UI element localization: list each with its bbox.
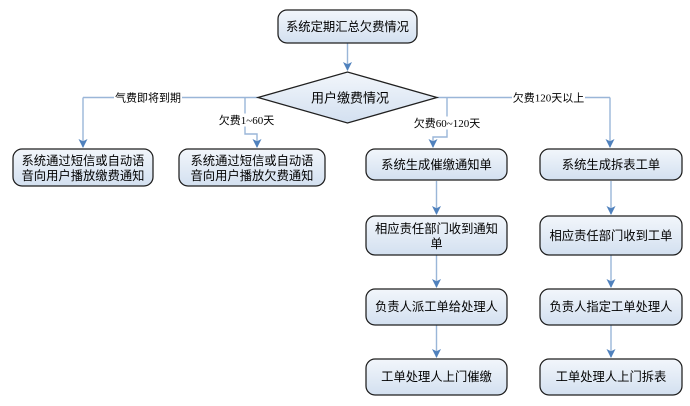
node-col4-4-label: 工单处理人上门拆表	[556, 369, 667, 384]
node-start-shape	[277, 9, 418, 44]
node-decision-label: 用户缴费情况	[311, 91, 389, 106]
node-col2-line1: 系统通过短信或自动语	[191, 154, 314, 168]
node-col2-line2: 音向用户播放欠费通知	[191, 168, 314, 183]
node-col4-visit: 工单处理人上门拆表	[539, 358, 683, 396]
node-col4-2-shape	[539, 215, 683, 256]
node-col3-1-label: 系统生成催缴通知单	[381, 157, 492, 172]
branch-label-120-plus: 欠费120天以上	[512, 91, 585, 105]
node-col4-4-shape	[539, 358, 683, 396]
branch-label-1-60: 欠费1~60天	[217, 113, 276, 127]
node-col3-1-shape	[365, 148, 508, 181]
node-col3-2-shape	[365, 215, 508, 256]
branch-label-due-soon-text: 气费即将到期	[115, 91, 181, 105]
branch-label-60-120-text: 欠费60~120天	[414, 116, 480, 130]
nodes-group: 系统定期汇总欠费情况 用户缴费情况 系统通过短信或自动语 音向用户播放缴费通知 …	[12, 9, 683, 396]
branch-label-1-60-bg	[217, 113, 276, 127]
node-col4-dept-receive: 相应责任部门收到工单	[539, 215, 683, 256]
node-col1-line2: 音向用户播放缴费通知	[22, 168, 145, 183]
node-decision: 用户缴费情况	[255, 71, 440, 124]
node-col4-3-label: 负责人指定工单处理人	[550, 299, 673, 314]
node-col2-notify-arrears: 系统通过短信或自动语 音向用户播放欠费通知	[178, 148, 326, 187]
node-col3-assign: 负责人派工单给处理人	[365, 288, 508, 326]
node-col3-3-shape	[365, 288, 508, 326]
node-col1-notify-pay: 系统通过短信或自动语 音向用户播放缴费通知	[12, 148, 154, 187]
node-decision-shape	[255, 71, 440, 124]
branch-label-120-plus-text: 欠费120天以上	[513, 91, 585, 105]
node-col3-dept-receive: 相应责任部门收到通知 单	[365, 215, 508, 256]
node-col4-1-shape	[539, 148, 683, 181]
branch-label-1-60-text: 欠费1~60天	[219, 113, 274, 127]
node-col3-2-line2: 单	[430, 237, 442, 251]
node-col2-shape	[178, 148, 326, 187]
node-start-label: 系统定期汇总欠费情况	[286, 19, 409, 34]
node-col4-generate-order: 系统生成拆表工单	[539, 148, 683, 181]
node-col4-1-label: 系统生成拆表工单	[562, 157, 660, 172]
node-col1-line1: 系统通过短信或自动语	[22, 154, 145, 168]
node-col3-3-label: 负责人派工单给处理人	[375, 300, 498, 314]
node-col3-generate-notice: 系统生成催缴通知单	[365, 148, 508, 181]
branch-label-120-plus-bg	[512, 91, 585, 104]
branch-label-60-120: 欠费60~120天	[413, 116, 481, 130]
node-col1-shape	[12, 148, 154, 187]
node-col3-2-line1: 相应责任部门收到通知	[375, 221, 498, 236]
node-col4-3-shape	[539, 288, 683, 326]
node-col3-visit: 工单处理人上门催缴	[365, 358, 508, 396]
node-col3-4-label: 工单处理人上门催缴	[381, 369, 492, 384]
node-start: 系统定期汇总欠费情况	[277, 9, 418, 44]
node-col3-4-shape	[365, 358, 508, 396]
branch-labels-group: 气费即将到期 欠费1~60天 欠费60~120天 欠费120天以上	[114, 91, 585, 130]
branch-label-due-soon: 气费即将到期	[114, 91, 182, 105]
branch-label-due-soon-bg	[114, 91, 182, 104]
branch-label-60-120-bg	[413, 116, 481, 130]
node-col4-2-label: 相应责任部门收到工单	[550, 228, 673, 243]
node-col4-assign: 负责人指定工单处理人	[539, 288, 683, 326]
